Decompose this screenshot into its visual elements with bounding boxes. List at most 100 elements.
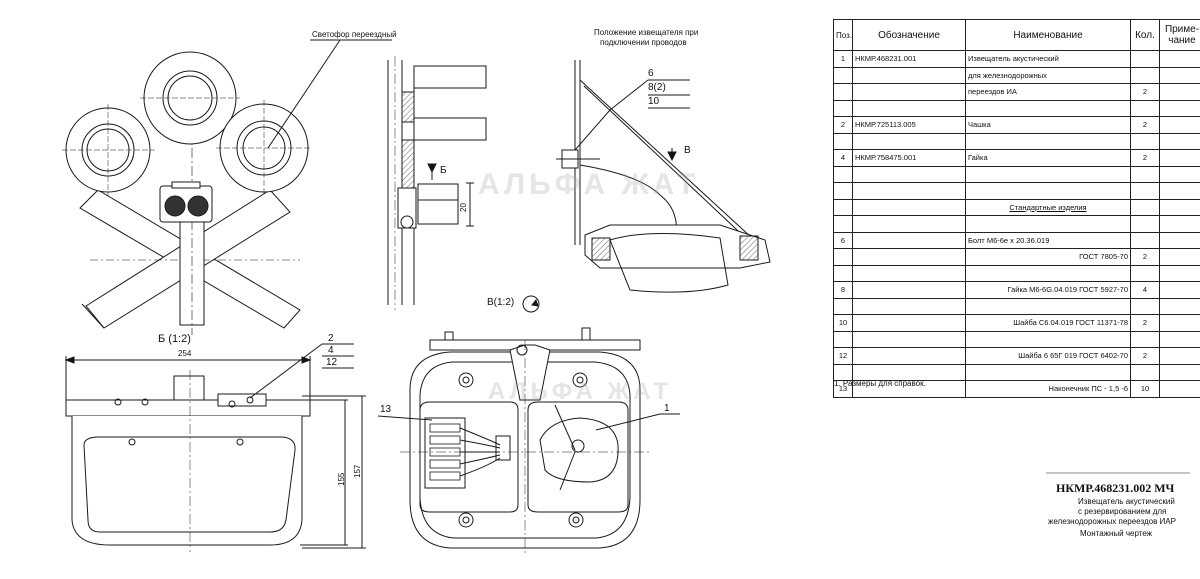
cell-designation [852, 198, 966, 216]
view-v [377, 295, 680, 556]
callout-2: 2 [328, 333, 334, 344]
table-row [833, 363, 1200, 381]
callout-12: 12 [326, 357, 338, 368]
cell-pos [833, 182, 853, 200]
table-row: для железнодорожных [833, 66, 1200, 84]
dim-155: 155 [337, 472, 346, 486]
cell-pos [833, 132, 853, 150]
table-header-row: Поз. Обозначение Наименование Кол. Приме… [833, 19, 1200, 51]
cell-name: Болт М6-6е х 20.36.019 [965, 231, 1131, 249]
arrow-b-label: Б [440, 165, 447, 176]
cell-name: Шайба 6 65Г 019 ГОСТ 6402-70 [965, 347, 1131, 365]
dim-254: 254 [178, 349, 192, 358]
cell-designation [852, 330, 966, 348]
cell-name: переездов ИА [965, 83, 1131, 101]
cell-name: Чашка [965, 116, 1131, 134]
cell-name [965, 99, 1131, 117]
cell-pos: 4 [833, 149, 853, 167]
cell-pos [833, 248, 853, 266]
cell-qty [1130, 363, 1160, 381]
cell-designation [852, 281, 966, 299]
cell-note [1159, 198, 1200, 216]
callout-1: 1 [664, 403, 670, 414]
cell-designation [852, 83, 966, 101]
cell-pos: 2 [833, 116, 853, 134]
cell-qty: 10 [1130, 380, 1160, 398]
view-b-title: Б (1:2) [158, 333, 191, 345]
cell-note [1159, 182, 1200, 200]
table-row: Стандартные изделия [833, 198, 1200, 216]
table-row [833, 264, 1200, 282]
cell-designation: НКМР.725113.005 [852, 116, 966, 134]
cell-name [965, 264, 1131, 282]
wiring-position-view [556, 60, 771, 293]
header-designation: Обозначение [852, 19, 966, 51]
cell-qty [1130, 182, 1160, 200]
cell-note [1159, 380, 1200, 398]
watermark: АЛЬФА ЖАТ [478, 168, 700, 201]
cell-name: Гайка [965, 149, 1131, 167]
cell-pos: 10 [833, 314, 853, 332]
callout-6: 6 [648, 68, 654, 79]
view-v-title: В(1:2) [487, 297, 515, 308]
callout-10: 10 [648, 96, 660, 107]
cell-note [1159, 149, 1200, 167]
table-row [833, 165, 1200, 183]
label-position-line1: Положение извещателя при [594, 28, 699, 37]
header-name: Наименование [965, 19, 1131, 51]
table-row [833, 330, 1200, 348]
header-qty: Кол. [1130, 19, 1160, 51]
cell-pos [833, 297, 853, 315]
label-position-line2: подключении проводов [600, 38, 687, 47]
cell-pos: 1 [833, 50, 853, 68]
cell-pos [833, 264, 853, 282]
cell-designation [852, 99, 966, 117]
cell-note [1159, 314, 1200, 332]
crossing-signal-view [62, 39, 392, 335]
cell-name [965, 363, 1131, 381]
cell-qty [1130, 297, 1160, 315]
cell-note [1159, 50, 1200, 68]
cell-pos: 8 [833, 281, 853, 299]
cell-designation [852, 347, 966, 365]
cell-note [1159, 132, 1200, 150]
cell-designation [852, 248, 966, 266]
cell-designation [852, 314, 966, 332]
cell-name: ГОСТ 7805-70 [965, 248, 1131, 266]
cell-qty [1130, 215, 1160, 233]
cell-pos [833, 83, 853, 101]
cell-qty [1130, 99, 1160, 117]
cell-qty: 2 [1130, 248, 1160, 266]
callout-4: 4 [328, 345, 334, 356]
cell-name [965, 330, 1131, 348]
cell-pos: 12 [833, 347, 853, 365]
cell-note [1159, 347, 1200, 365]
cell-pos: 6 [833, 231, 853, 249]
cell-note [1159, 66, 1200, 84]
cell-name: Извещатель акустический [965, 50, 1131, 68]
cell-note [1159, 231, 1200, 249]
cell-note [1159, 215, 1200, 233]
cell-pos [833, 165, 853, 183]
specification-table: Поз. Обозначение Наименование Кол. Приме… [833, 19, 1200, 398]
cell-name [965, 132, 1131, 150]
table-row [833, 99, 1200, 117]
cell-name [965, 165, 1131, 183]
cell-name [965, 215, 1131, 233]
cell-note [1159, 264, 1200, 282]
cell-pos [833, 66, 853, 84]
table-row [833, 132, 1200, 150]
cell-note [1159, 116, 1200, 134]
cell-designation [852, 182, 966, 200]
cell-name: Шайба С6.04.019 ГОСТ 11371-78 [965, 314, 1131, 332]
cell-qty [1130, 264, 1160, 282]
cell-qty [1130, 66, 1160, 84]
table-row: 6 Болт М6-6е х 20.36.019 [833, 231, 1200, 249]
